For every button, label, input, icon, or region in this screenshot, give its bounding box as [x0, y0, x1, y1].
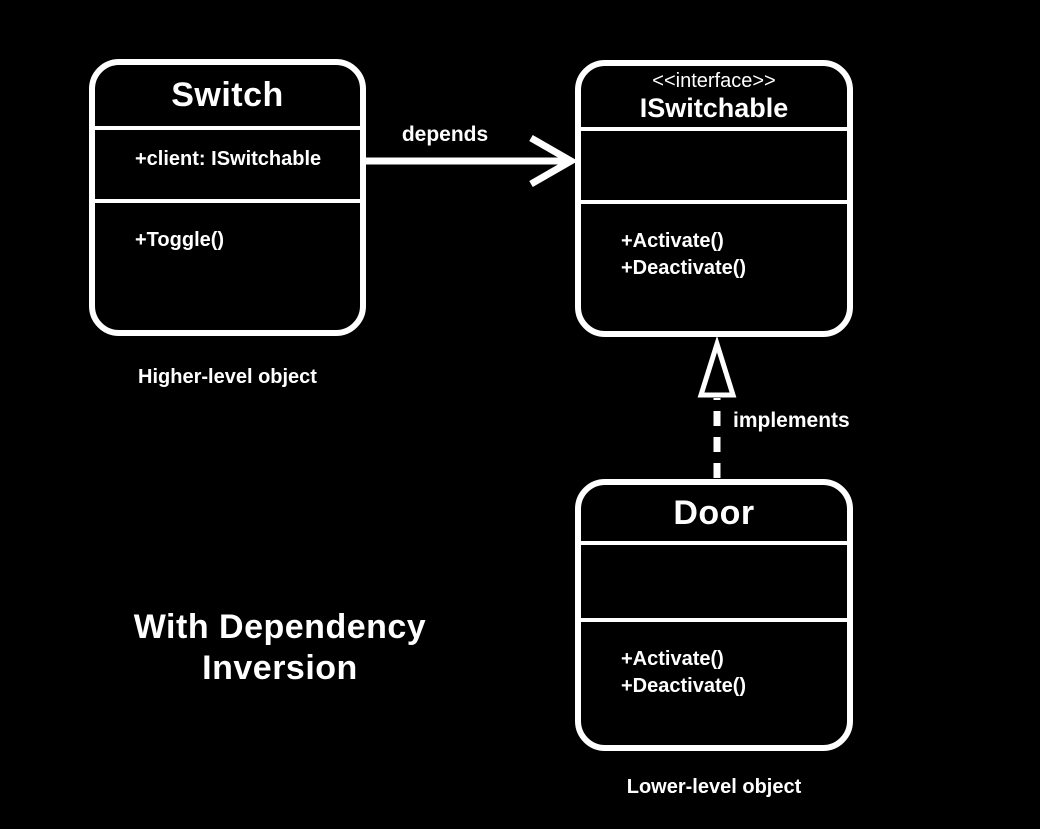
method-item: +Activate() — [621, 230, 724, 252]
method-item: +Deactivate() — [621, 257, 747, 279]
method-item: +Toggle() — [135, 229, 225, 251]
diagram-title-line1: With Dependency — [133, 608, 427, 646]
interface-header-iswitchable: <<interface>> ISwitchable — [581, 66, 847, 131]
interface-name-iswitchable: ISwitchable — [639, 93, 789, 123]
interface-methods-iswitchable: +Activate() +Deactivate() — [581, 204, 847, 331]
depends-label: depends — [401, 123, 489, 146]
implements-arrow — [697, 335, 737, 478]
class-name-switch: Switch — [171, 76, 284, 114]
method-item: +Deactivate() — [621, 675, 747, 697]
class-name-door: Door — [673, 493, 755, 532]
class-attributes-door — [581, 545, 847, 622]
caption-lower-level-object: Lower-level object — [626, 776, 802, 798]
class-box-switch: Switch +client: ISwitchable +Toggle() — [89, 59, 366, 336]
method-item: +Activate() — [621, 648, 724, 670]
class-box-door: Door +Activate() +Deactivate() — [575, 479, 853, 751]
class-attributes-switch: +client: ISwitchable — [95, 130, 360, 203]
interface-stereotype: <<interface>> — [652, 70, 776, 92]
class-methods-door: +Activate() +Deactivate() — [581, 622, 847, 745]
class-methods-switch: +Toggle() — [95, 203, 360, 330]
interface-attributes-iswitchable — [581, 131, 847, 204]
diagram-title-line2: Inversion — [202, 649, 358, 687]
caption-higher-level-object: Higher-level object — [138, 366, 317, 388]
implements-label: implements — [733, 409, 850, 432]
attribute-item: +client: ISwitchable — [135, 148, 322, 170]
interface-box-iswitchable: <<interface>> ISwitchable +Activate() +D… — [575, 60, 853, 337]
class-header-switch: Switch — [95, 65, 360, 130]
diagram-title: With Dependency Inversion — [120, 607, 440, 689]
class-header-door: Door — [581, 485, 847, 545]
